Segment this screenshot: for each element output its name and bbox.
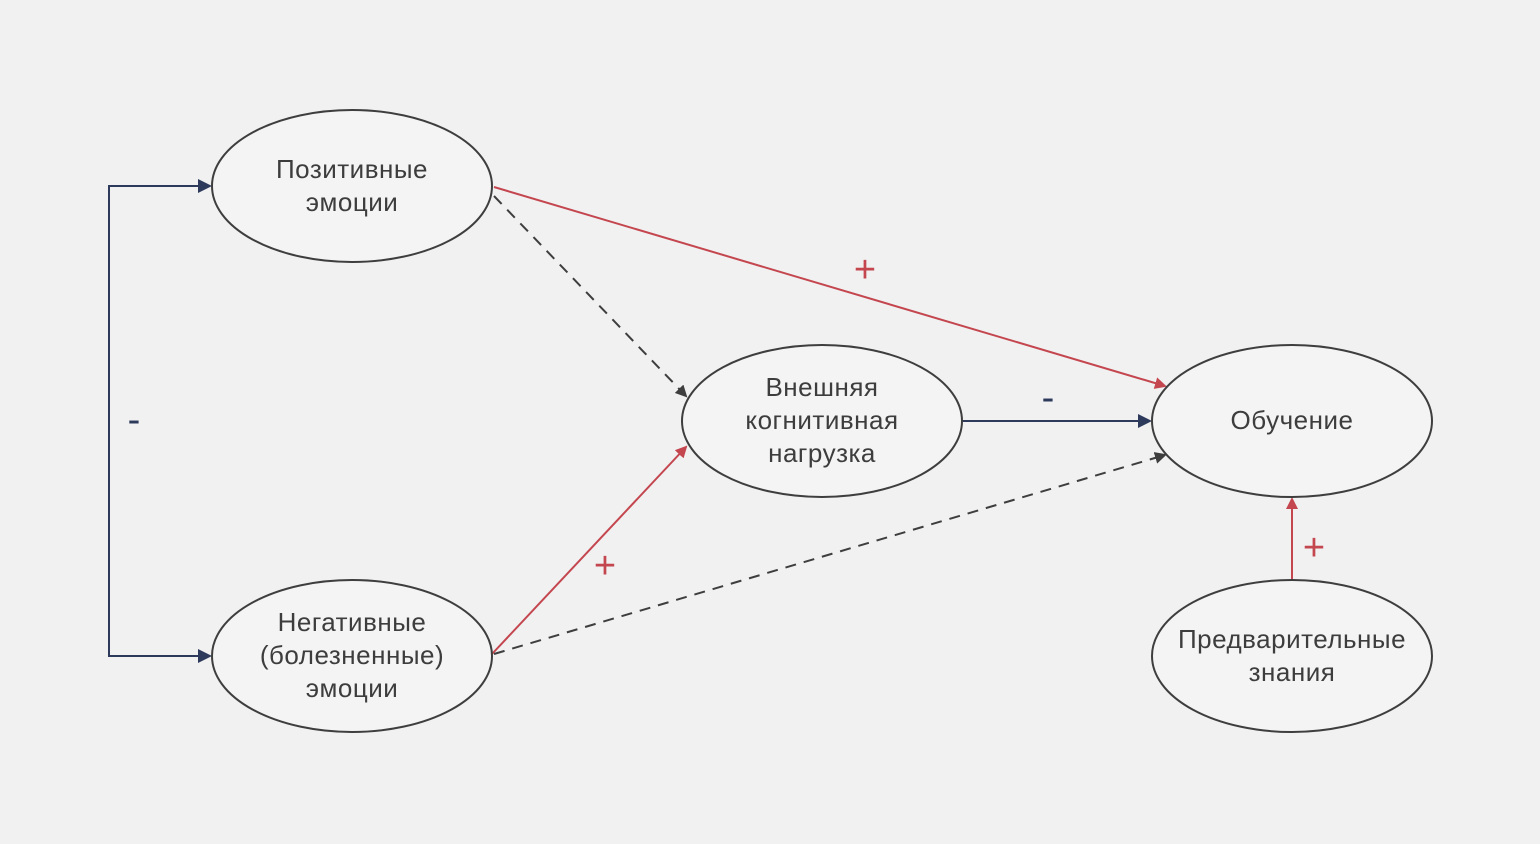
load-to-learning-sign: -: [1042, 377, 1055, 419]
node-extraneous-load-label-2: когнитивная: [745, 405, 898, 435]
node-prior-knowledge-label-1: Предварительные: [1178, 624, 1406, 654]
node-negative-emotions-label-1: Негативные: [278, 607, 427, 637]
edge-negative-to-learning: [493, 452, 1167, 655]
node-positive-emotions-label-2: эмоции: [306, 187, 399, 217]
negative-to-load-sign: +: [594, 545, 616, 587]
node-extraneous-load-label-1: Внешняя: [765, 372, 878, 402]
node-prior-knowledge-shape: [1151, 579, 1433, 733]
edge-load-to-learning: -: [962, 377, 1152, 428]
node-negative-emotions-label-3: эмоции: [306, 673, 399, 703]
edge-negative-to-load: +: [491, 445, 688, 655]
positive-to-load-line: [493, 195, 688, 398]
node-positive-emotions-label-1: Позитивные: [276, 154, 428, 184]
node-positive-emotions: Позитивные эмоции: [211, 109, 493, 263]
edge-emotions-link: -: [108, 179, 212, 663]
negative-to-load-line: [491, 445, 688, 655]
edge-positive-to-learning: +: [493, 186, 1167, 389]
node-positive-emotions-shape: [211, 109, 493, 263]
node-learning-shape: [1151, 344, 1433, 498]
node-extraneous-load: Внешняя когнитивная нагрузка: [681, 344, 963, 498]
knowledge-to-learning-sign: +: [1303, 527, 1325, 569]
emotions-link-sign: -: [128, 399, 141, 441]
node-prior-knowledge: Предварительные знания: [1151, 579, 1433, 733]
node-extraneous-load-label-3: нагрузка: [768, 438, 876, 468]
node-negative-emotions-shape: [211, 579, 493, 733]
positive-to-learning-sign: +: [854, 249, 876, 291]
node-negative-emotions: Негативные (болезненные) эмоции: [211, 579, 493, 733]
negative-to-learning-line: [493, 452, 1167, 655]
node-learning: Обучение: [1151, 344, 1433, 498]
node-negative-emotions-label-2: (болезненные): [260, 640, 444, 670]
emotions-link-to-negative: [108, 420, 212, 663]
emotions-link-to-positive: [108, 179, 212, 420]
node-extraneous-load-shape: [681, 344, 963, 498]
node-learning-label-1: Обучение: [1231, 405, 1354, 435]
edge-knowledge-to-learning: +: [1286, 497, 1325, 580]
edge-positive-to-load: [493, 195, 688, 398]
positive-to-learning-line: [493, 186, 1167, 389]
node-prior-knowledge-label-2: знания: [1249, 657, 1336, 687]
